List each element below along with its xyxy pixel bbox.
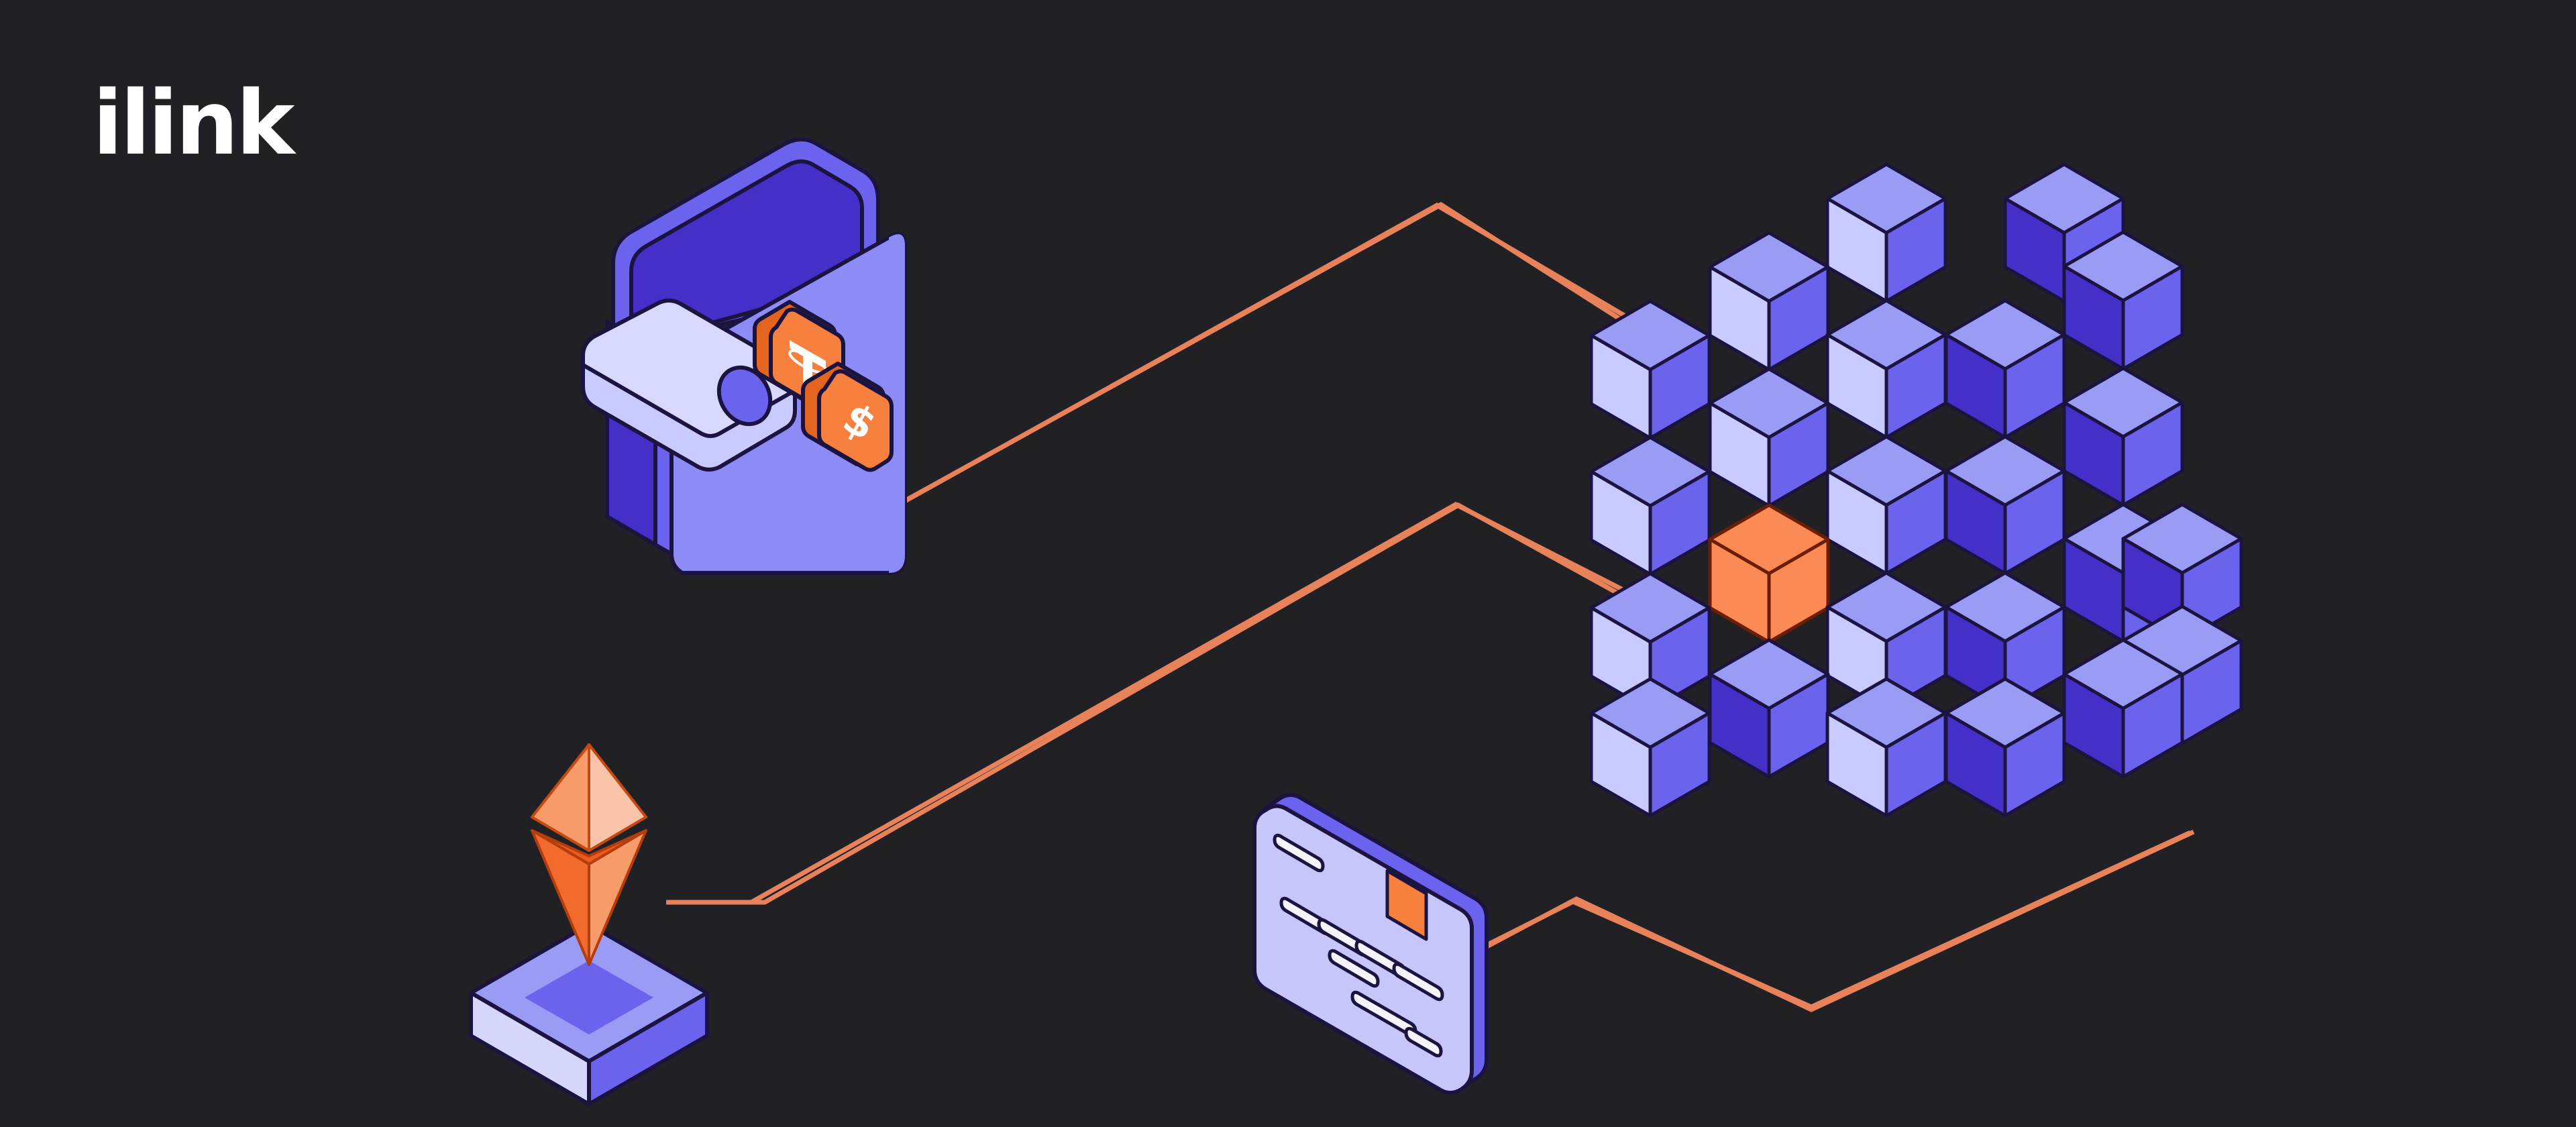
ethereum-token[interactable] <box>469 743 709 1106</box>
cube-block[interactable] <box>1710 369 1828 506</box>
card-stripes <box>1273 833 1444 1058</box>
cube-block[interactable] <box>1946 437 2064 574</box>
cube-block[interactable] <box>1946 301 2064 437</box>
payment-card[interactable] <box>1252 793 1489 1095</box>
card-stripe <box>1328 949 1380 988</box>
connector-2 <box>667 502 1658 905</box>
cube-block[interactable] <box>1591 679 1709 816</box>
connector-3 <box>1468 829 2195 1012</box>
cube-block[interactable] <box>1827 679 1945 816</box>
crypto-wallet[interactable]: $ <box>581 137 907 575</box>
cube-block[interactable] <box>1827 301 1945 437</box>
card-stripe <box>1392 962 1444 1002</box>
blockchain-cube-cluster[interactable] <box>1591 164 2241 816</box>
connector-wallet-path <box>801 201 1678 525</box>
highlighted-block[interactable] <box>1710 505 1828 642</box>
brand-logo[interactable]: ilink <box>93 72 294 175</box>
cube-block[interactable] <box>2064 368 2182 505</box>
cube-block[interactable] <box>1946 679 2064 816</box>
ethereum-lower <box>531 829 647 966</box>
cube-block[interactable] <box>1827 164 1945 301</box>
card-stripe <box>1273 833 1325 873</box>
card-stripe <box>1404 1026 1443 1058</box>
cube-block[interactable] <box>1710 233 1828 370</box>
cube-block[interactable] <box>1591 437 1709 574</box>
cube-block[interactable] <box>1827 437 1945 574</box>
ethereum-platform <box>469 922 709 1106</box>
connector-card-path <box>1465 830 2192 1010</box>
connector-1 <box>796 202 1705 534</box>
cube-block[interactable] <box>1710 640 1828 777</box>
wallet-right-edge <box>889 234 905 573</box>
ethereum-upper <box>531 743 647 852</box>
wallet-clasp-icon[interactable] <box>709 358 780 433</box>
cube-block[interactable] <box>1591 301 1709 438</box>
card-chip-body <box>1385 869 1428 941</box>
dollar-badge[interactable]: $ <box>801 362 894 472</box>
